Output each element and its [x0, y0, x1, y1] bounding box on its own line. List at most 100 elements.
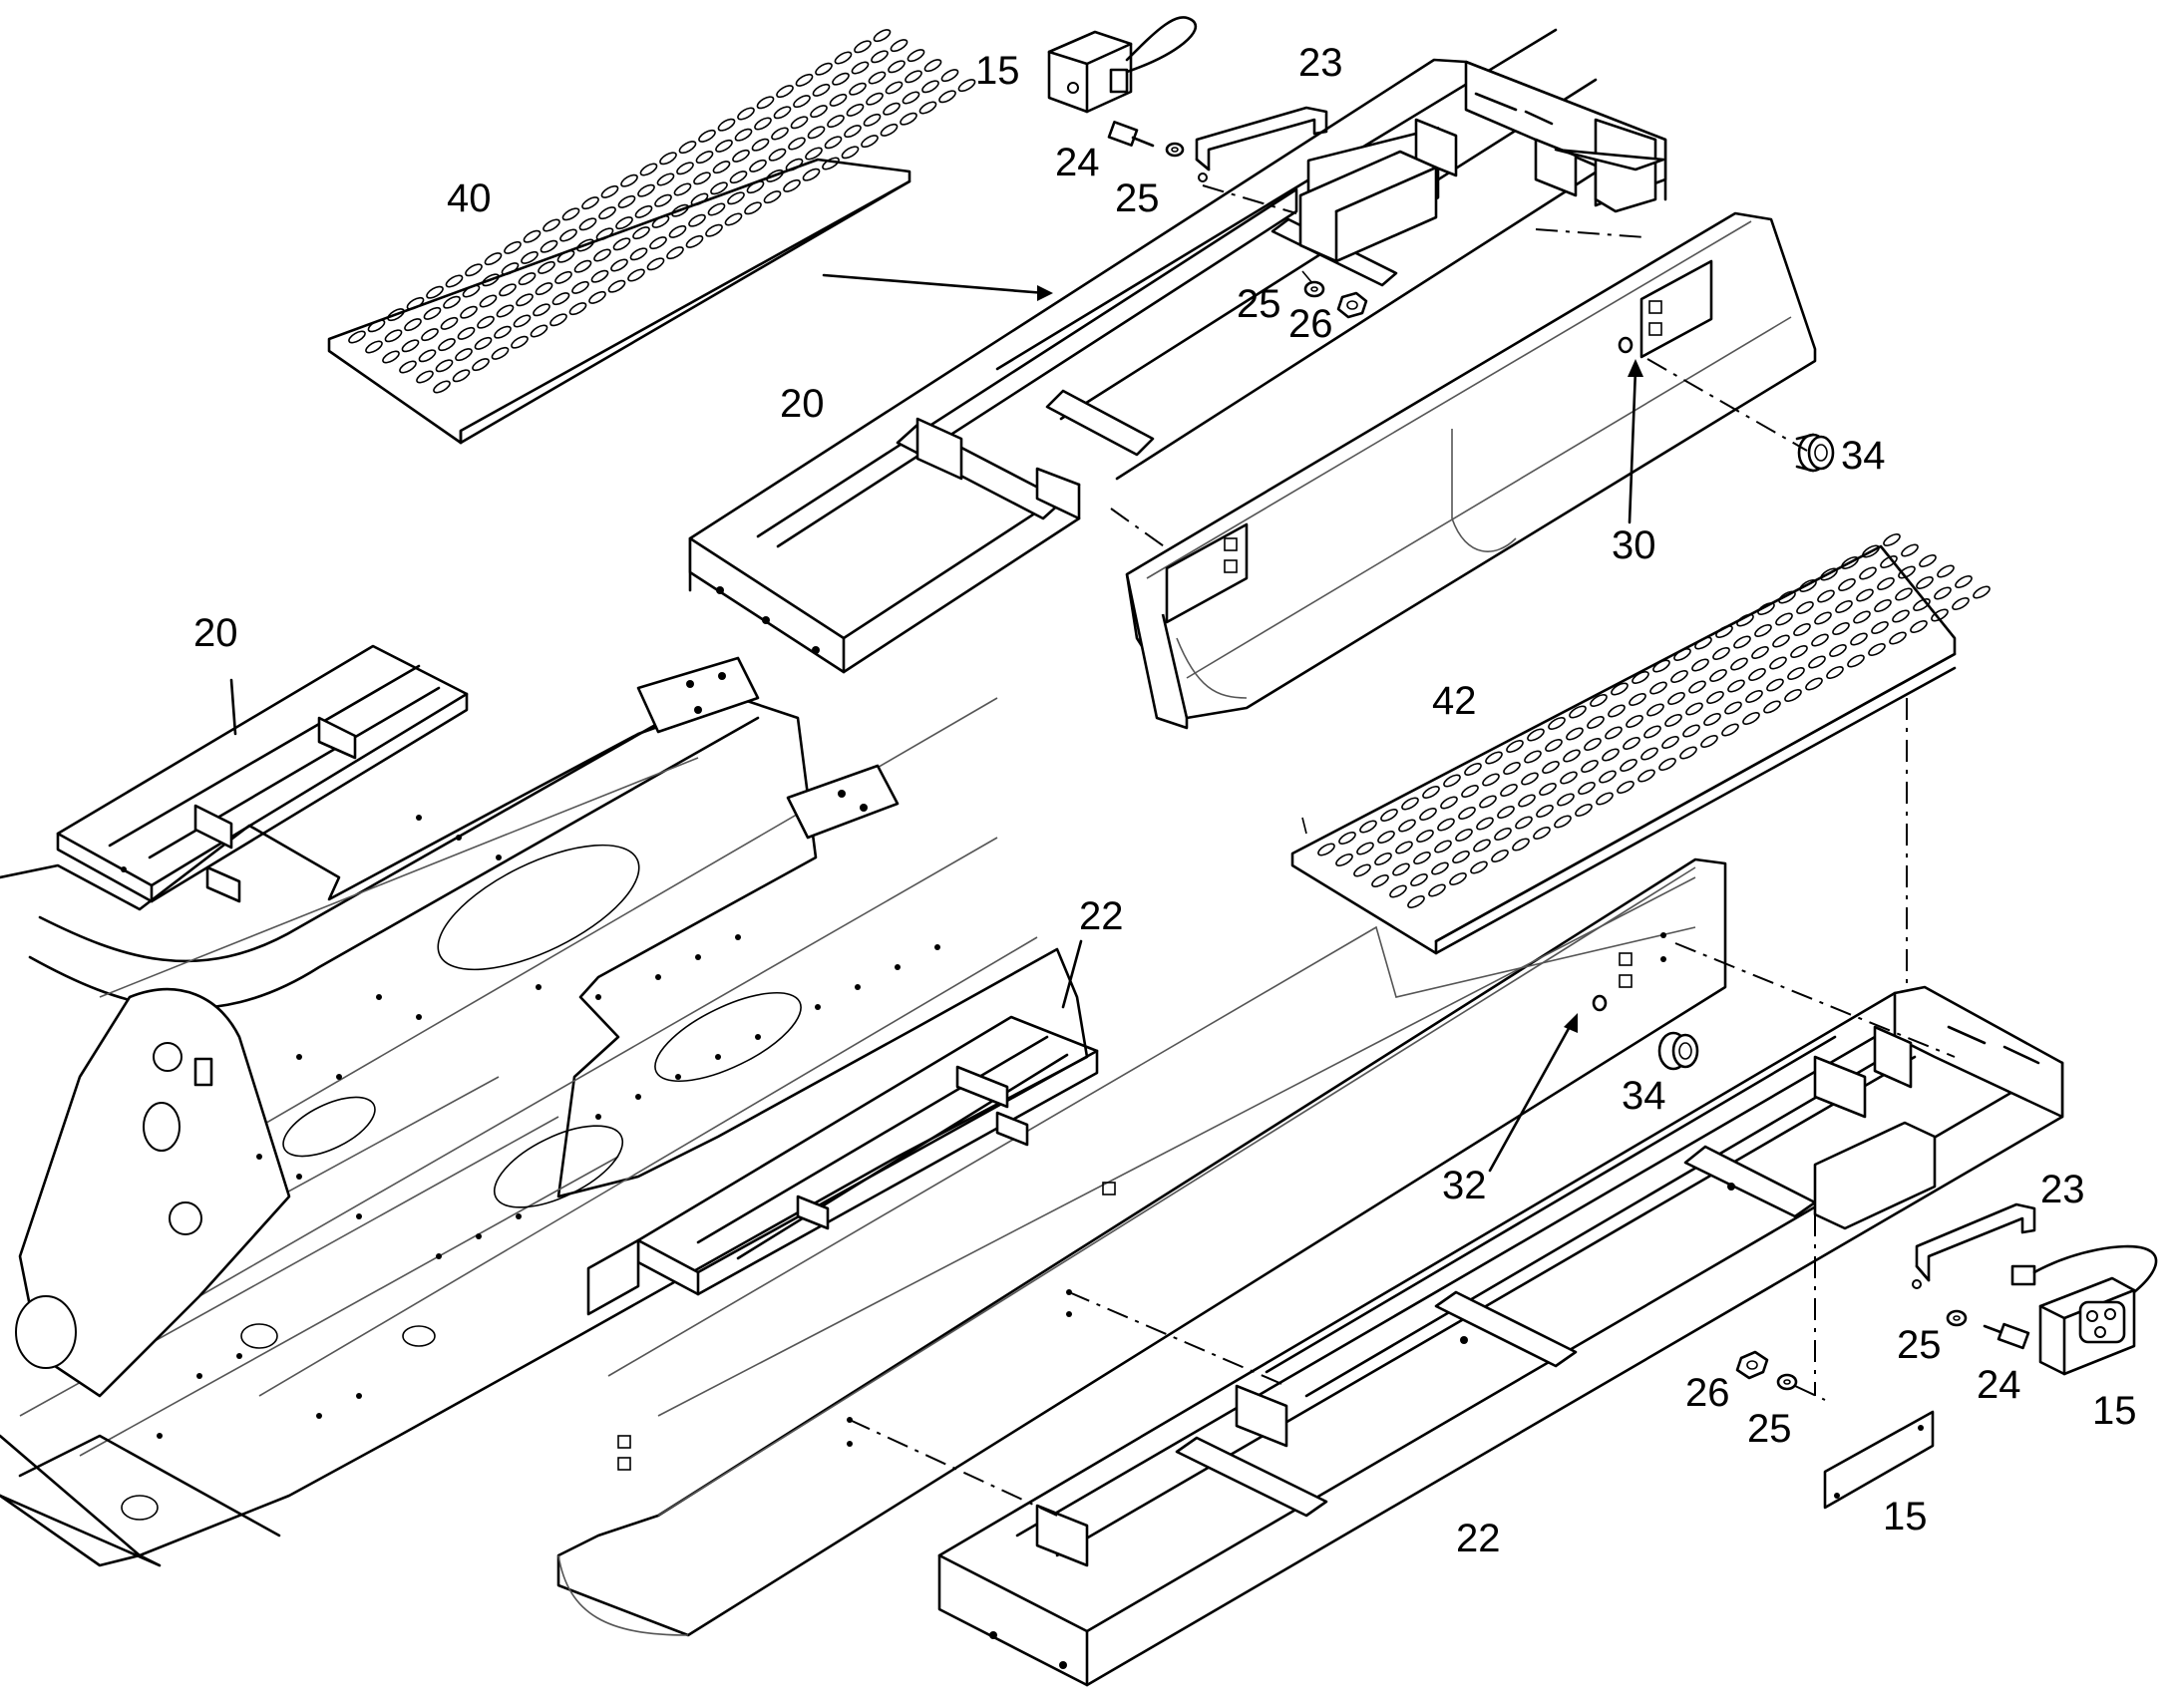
grating-slot — [504, 240, 522, 254]
grating-slot — [1401, 797, 1419, 811]
grating-slot — [902, 91, 920, 105]
grating-slot — [1494, 828, 1512, 841]
grating-slot — [749, 159, 767, 172]
grating-slot — [737, 107, 755, 121]
grating-slot — [1542, 761, 1560, 774]
grating-slot — [573, 259, 592, 273]
grating-slot — [1410, 873, 1428, 886]
grating-slot — [1772, 634, 1790, 648]
grating-slot — [634, 204, 653, 218]
grating-slot — [1458, 807, 1476, 820]
grating-slot — [455, 348, 473, 362]
grating-slot — [729, 171, 748, 184]
grating-slot — [1688, 680, 1706, 694]
grating-slot — [854, 40, 872, 54]
grating-slot — [1338, 832, 1356, 845]
grating-slot — [404, 318, 422, 332]
grating-slot — [1395, 841, 1413, 854]
grating-slot — [629, 247, 648, 261]
grating-slot — [905, 70, 922, 84]
grating-slot — [827, 115, 845, 129]
grating-slot — [406, 296, 425, 310]
grating-slot — [717, 118, 736, 132]
grating-slot — [426, 285, 444, 299]
grating-slot — [1524, 750, 1542, 764]
callout-20-frame-installed: 20 — [193, 611, 238, 655]
grating-slot — [888, 60, 906, 74]
grating-slot — [900, 112, 917, 126]
chassis-bolt-hole — [815, 1004, 821, 1010]
grating-slot — [1371, 874, 1389, 887]
grating-slot — [710, 181, 728, 195]
chassis-bolt-hole — [296, 1054, 302, 1060]
chassis-bolt-hole — [296, 1174, 302, 1180]
grating-slot — [1850, 632, 1868, 646]
grating-slot — [1679, 746, 1697, 760]
grating-slot — [732, 149, 750, 163]
grating-slot — [1763, 700, 1781, 714]
grating-slot — [1871, 621, 1889, 634]
grating-slot — [705, 223, 723, 237]
grating-slot — [923, 59, 942, 73]
callout-26-nut-frame: 26 — [1288, 302, 1333, 346]
step-frame-20-installed — [56, 644, 469, 903]
grating-slot — [678, 141, 697, 155]
grating-slot — [871, 50, 889, 64]
grating-slot — [581, 196, 599, 210]
grating-slot — [1536, 805, 1554, 818]
grating-slot — [659, 152, 677, 166]
grating-slot — [365, 340, 383, 354]
grating-slot — [1916, 576, 1934, 589]
grating-slot — [1673, 648, 1691, 661]
grating-slot — [1611, 682, 1629, 696]
grating-slot — [535, 282, 553, 296]
grating-slot — [666, 246, 684, 260]
grating-slot — [715, 139, 733, 153]
grating-slot — [418, 349, 437, 363]
grating-slot — [1617, 781, 1635, 794]
grating-slot — [1889, 631, 1907, 645]
grating-slot — [866, 92, 884, 106]
grating-slot — [1413, 852, 1431, 864]
grating-slot — [1733, 635, 1751, 649]
grating-slot — [795, 73, 814, 87]
grating-slot — [612, 237, 631, 251]
grating-slot — [1407, 895, 1425, 908]
grating-slot — [1605, 726, 1623, 740]
grating-slot — [646, 257, 665, 271]
grating-slot — [1646, 703, 1664, 717]
grating-slot — [1721, 723, 1739, 737]
grating-slot — [1563, 749, 1581, 763]
grating-step-42 — [1290, 533, 1991, 955]
fasteners-lower — [1735, 1309, 2030, 1391]
grating-slot — [1670, 670, 1688, 683]
grating-slot — [1389, 884, 1407, 898]
chassis-bolt-hole — [356, 1393, 362, 1399]
grating-slot — [1428, 883, 1446, 897]
chassis-bolt-hole — [236, 1353, 242, 1359]
grating-slot — [693, 171, 711, 185]
grating-slot — [1790, 645, 1808, 658]
chassis-bolt-hole — [655, 974, 661, 980]
grating-slot — [1895, 587, 1913, 601]
chassis-bolt-hole — [536, 984, 542, 990]
grating-slot — [802, 168, 821, 181]
chassis-bolt-hole — [336, 1074, 342, 1080]
callout-23-bracket-lower: 23 — [2040, 1168, 2085, 1211]
grating-slot — [1712, 647, 1730, 660]
grating-slot — [880, 123, 899, 137]
grating-slot — [754, 117, 772, 131]
grating-slot — [1658, 758, 1676, 771]
grating-slot — [727, 191, 745, 205]
grating-slot — [416, 370, 434, 384]
grating-slot — [1473, 839, 1491, 853]
grating-slot — [479, 294, 498, 308]
grating-slot — [1590, 694, 1608, 707]
grating-slot — [367, 319, 386, 333]
grating-slot — [1754, 624, 1772, 637]
grating-slot — [1856, 588, 1874, 602]
grating-slot — [649, 236, 667, 250]
grating-slot — [1626, 715, 1643, 728]
chassis-bolt-hole — [316, 1413, 322, 1419]
